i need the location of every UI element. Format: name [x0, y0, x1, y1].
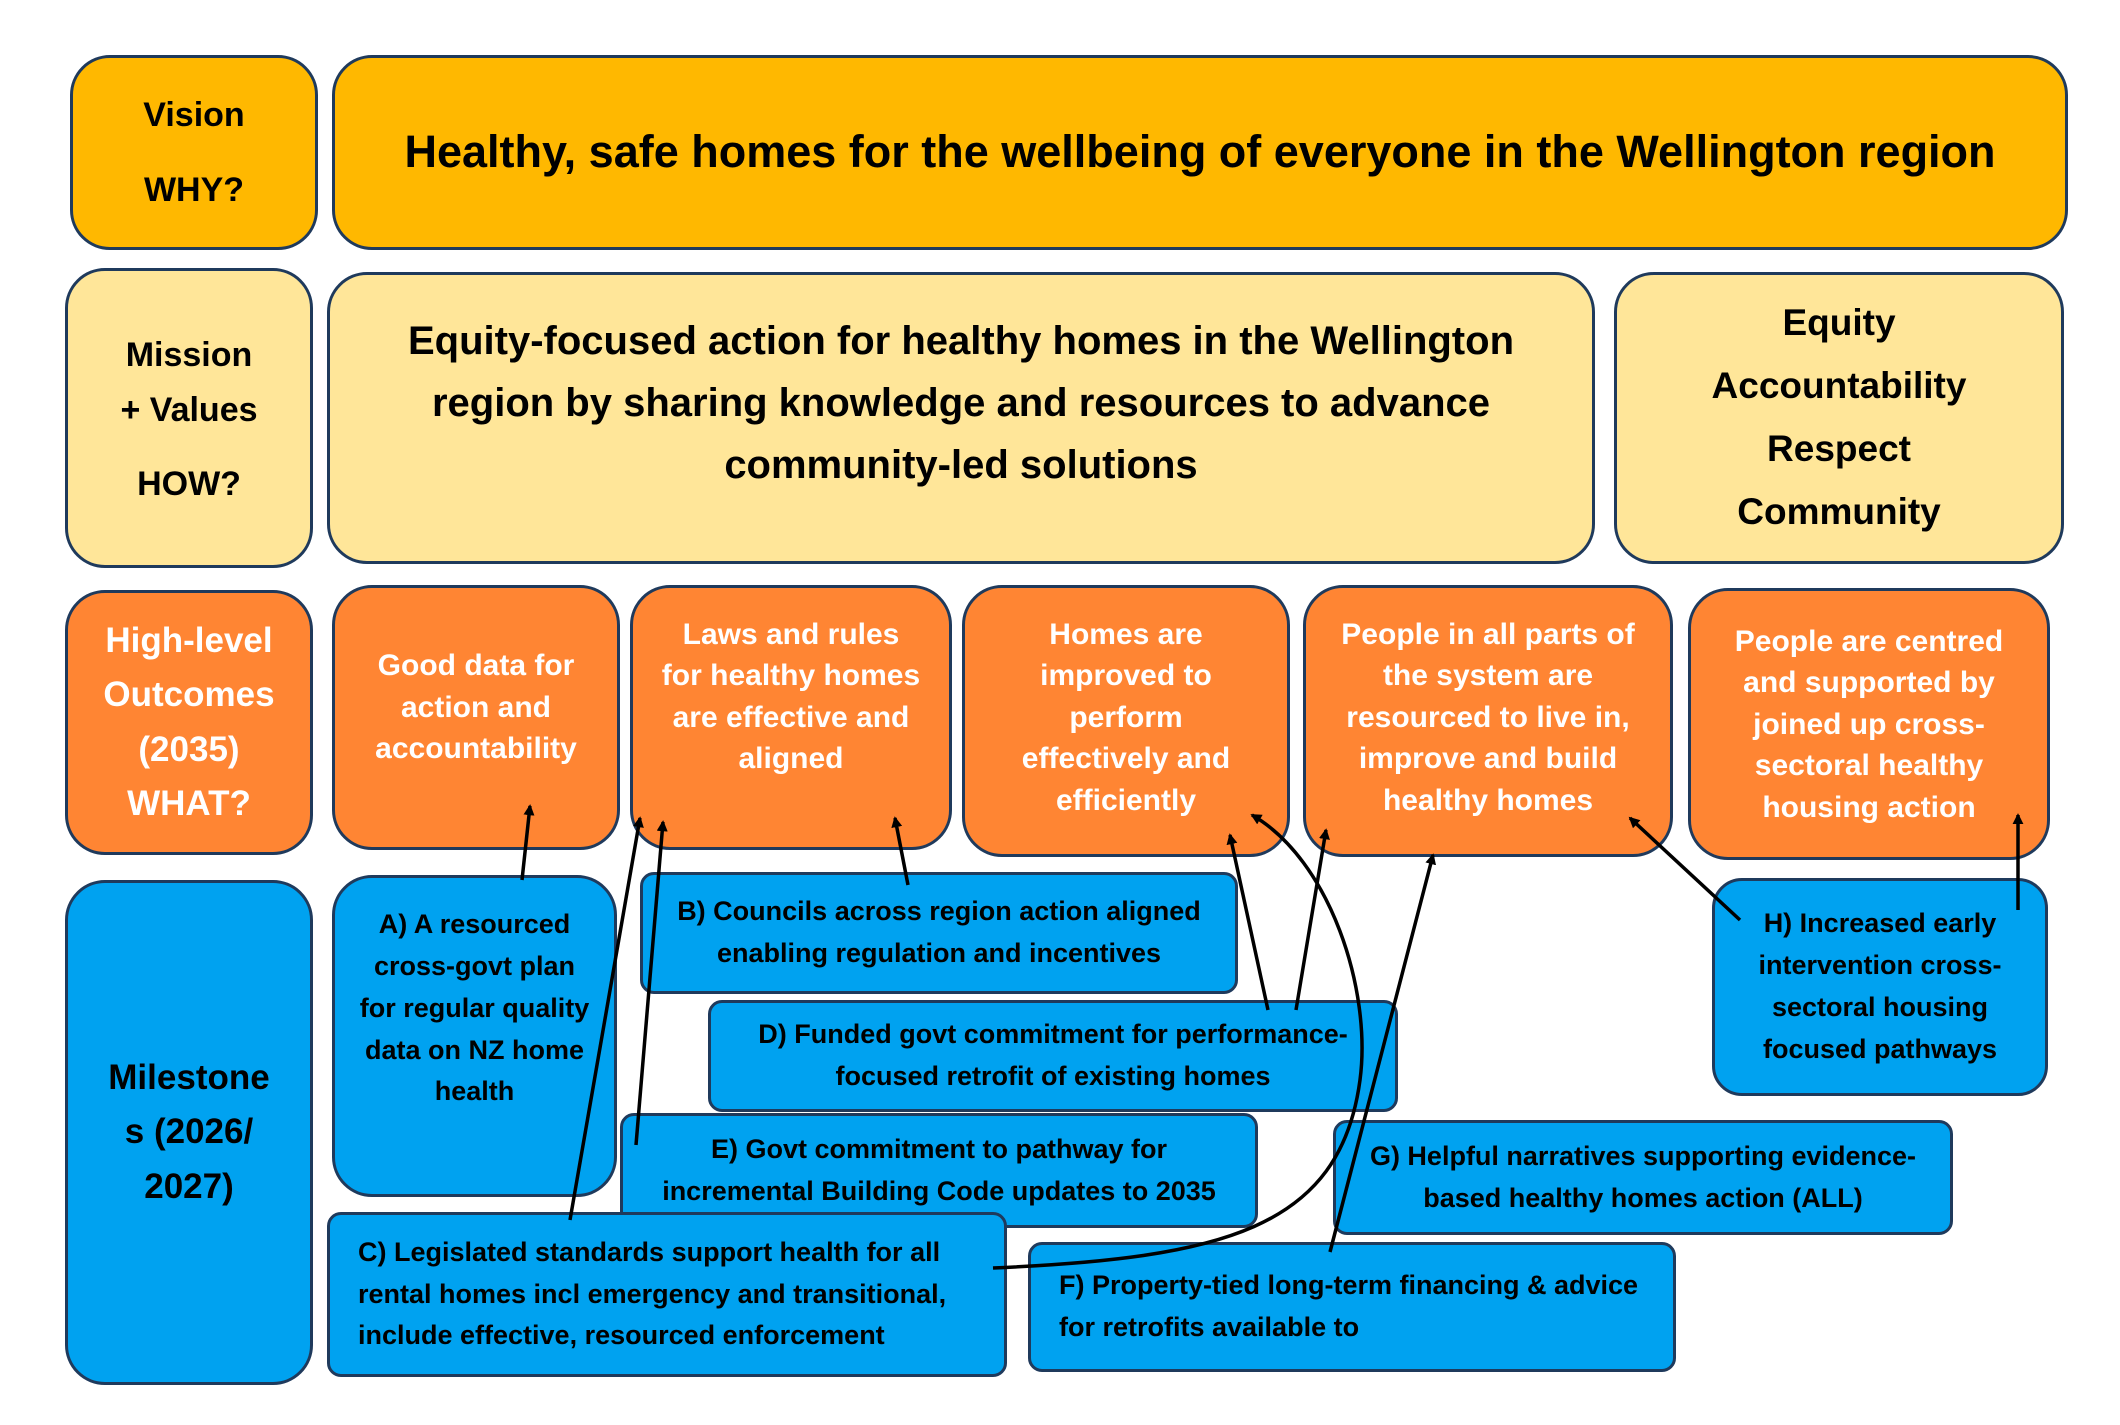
mission-label: Mission + Values [120, 336, 258, 429]
milestone-c: C) Legislated standards support health f… [327, 1212, 1007, 1377]
outcome-laws-rules: Laws and rules for healthy homes are eff… [630, 585, 952, 850]
milestone-a: A) A resourced cross-govt plan for regul… [332, 875, 617, 1197]
milestone-b: B) Councils across region action aligned… [640, 872, 1238, 994]
milestone-e: E) Govt commitment to pathway for increm… [620, 1113, 1258, 1228]
milestone-e-text: E) Govt commitment to pathway for increm… [662, 1133, 1216, 1206]
outcome-people-resourced-text: People in all parts of the system are re… [1341, 618, 1635, 817]
vision-row-label: Vision WHY? [70, 55, 318, 250]
value-equity: Equity [1782, 302, 1896, 344]
milestone-a-text: A) A resourced cross-govt plan for regul… [359, 909, 590, 1107]
value-respect: Respect [1767, 428, 1911, 469]
mission-question: HOW? [137, 464, 241, 503]
milestone-h-text: H) Increased early intervention cross-se… [1758, 908, 2002, 1064]
milestone-g: G) Helpful narratives supporting evidenc… [1333, 1120, 1953, 1235]
mission-row-label: Mission + Values HOW? [65, 268, 313, 568]
milestone-b-text: B) Councils across region action aligned… [677, 896, 1201, 968]
arrow-d-to-people [1294, 828, 1330, 1011]
milestone-f: F) Property-tied long-term financing & a… [1028, 1242, 1676, 1372]
milestone-c-text: C) Legislated standards support health f… [358, 1236, 947, 1351]
outcome-people-centred-text: People are centred and supported by join… [1734, 625, 2004, 824]
outcome-laws-rules-text: Laws and rules for healthy homes are eff… [661, 618, 921, 776]
value-accountability: Accountability [1711, 365, 1967, 407]
value-community: Community [1737, 490, 1941, 532]
outcomes-row-label: High-level Outcomes (2035) WHAT? [65, 590, 313, 855]
milestone-d-text: D) Funded govt commitment for performanc… [758, 1019, 1348, 1091]
vision-question: WHY? [143, 170, 245, 209]
milestones-label: Milestone s (2026/ 2027) [108, 1058, 270, 1206]
outcomes-label: High-level Outcomes (2035) [103, 621, 275, 769]
vision-label: Vision [143, 95, 245, 134]
values-box: Equity Accountability Respect Community [1614, 272, 2064, 564]
outcomes-question: WHAT? [127, 783, 251, 823]
mission-statement-box: Equity-focused action for healthy homes … [327, 272, 1595, 564]
milestone-d: D) Funded govt commitment for performanc… [708, 1000, 1398, 1112]
outcome-good-data-text: Good data for action and accountability [375, 649, 577, 766]
vision-statement-box: Healthy, safe homes for the wellbeing of… [332, 55, 2068, 250]
outcome-homes-improved: Homes are improved to perform effectivel… [962, 585, 1290, 857]
vision-statement: Healthy, safe homes for the wellbeing of… [404, 126, 1996, 178]
outcome-homes-improved-text: Homes are improved to perform effectivel… [1021, 618, 1231, 817]
outcome-good-data: Good data for action and accountability [332, 585, 620, 850]
milestones-row-label: Milestone s (2026/ 2027) [65, 880, 313, 1385]
mission-statement: Equity-focused action for healthy homes … [408, 319, 1514, 487]
outcome-people-centred: People are centred and supported by join… [1688, 588, 2050, 860]
outcome-people-resourced: People in all parts of the system are re… [1303, 585, 1673, 857]
milestone-f-text: F) Property-tied long-term financing & a… [1059, 1270, 1639, 1342]
milestone-h: H) Increased early intervention cross-se… [1712, 878, 2048, 1096]
milestone-g-text: G) Helpful narratives supporting evidenc… [1369, 1140, 1917, 1213]
